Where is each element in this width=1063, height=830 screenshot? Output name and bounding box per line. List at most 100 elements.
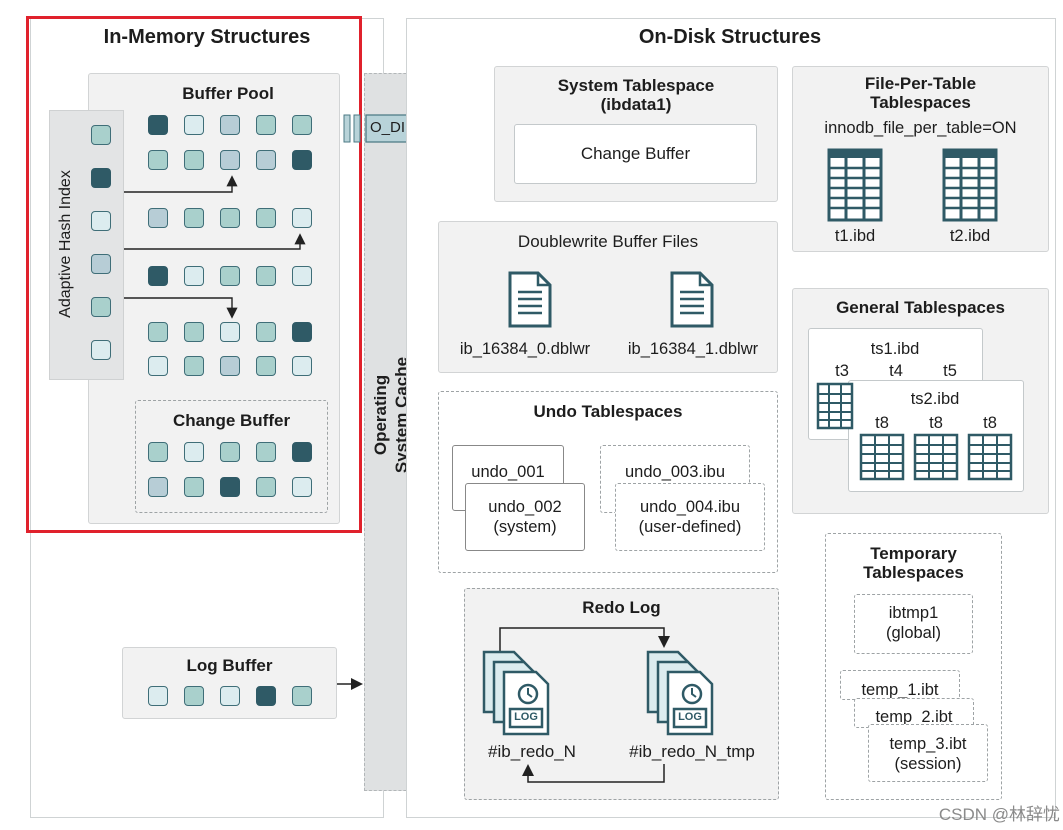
buffer-page [292, 150, 312, 170]
ibtmp1-name: ibtmp1 [888, 604, 939, 622]
buffer-page [184, 322, 204, 342]
change-buffer-page [184, 477, 204, 497]
file-icon-dblwr-1 [670, 271, 714, 328]
change-buffer-page [256, 442, 276, 462]
undo-title: Undo Tablespaces [533, 402, 683, 421]
table-icon-t1 [827, 148, 883, 222]
log-buffer-page [184, 686, 204, 706]
buffer-page [184, 208, 204, 228]
undo-003-label: undo_003.ibu [624, 463, 725, 481]
doublewrite-file-1: ib_16384_1.dblwr [627, 340, 759, 358]
log-buffer-page [256, 686, 276, 706]
change-buffer-page [148, 477, 168, 497]
buffer-page [292, 115, 312, 135]
temp-2-label: temp_2.ibt [875, 708, 953, 726]
change-buffer-page [292, 477, 312, 497]
buffer-page [292, 208, 312, 228]
buffer-page [184, 356, 204, 376]
table-icon-ts2-1 [859, 433, 905, 481]
hash-entry [91, 340, 111, 360]
temporary-title-2: Tablespaces [863, 563, 964, 582]
log-file-icon-a [482, 650, 550, 736]
undo-004-box [615, 483, 765, 551]
ts1-table-t4: t4 [889, 362, 903, 380]
ts1-table-t5: t5 [943, 362, 957, 380]
temp-1-box [840, 670, 960, 700]
log-buffer-page [220, 686, 240, 706]
change-buffer-page [220, 477, 240, 497]
file-per-table-title: File-Per-Table Tablespaces [792, 74, 1049, 112]
table-icon-t2 [942, 148, 998, 222]
buffer-page [148, 356, 168, 376]
undo-002-sub: (system) [493, 518, 557, 536]
file-t1-label: t1.ibd [834, 227, 876, 245]
log-buffer [122, 647, 337, 719]
system-tablespace-title-1: System Tablespace [557, 76, 715, 95]
ts2-table-3: t8 [983, 414, 997, 432]
temp-3-name: temp_3.ibt [889, 735, 967, 753]
temporary-tablespaces [825, 533, 1002, 800]
table-icon-ts2-3 [967, 433, 1013, 481]
ibtmp1-label: ibtmp1 (global) [854, 603, 973, 643]
file-t2-label: t2.ibd [949, 227, 991, 245]
change-buffer-page [256, 477, 276, 497]
buffer-page [148, 150, 168, 170]
buffer-page [220, 150, 240, 170]
ts1-table-t3: t3 [835, 362, 849, 380]
hash-entry [91, 211, 111, 231]
system-tablespace-title: System Tablespace (ibdata1) [494, 76, 778, 114]
buffer-page [184, 150, 204, 170]
undo-002-label: undo_002 (system) [465, 497, 585, 537]
undo-004-name: undo_004.ibu [639, 498, 740, 516]
temp-1-label: temp_1.ibt [861, 681, 939, 699]
watermark: CSDN @林辞忧 [938, 805, 1060, 824]
buffer-page [220, 356, 240, 376]
undo-002-box [465, 483, 585, 551]
temp-3-sub: (session) [894, 755, 962, 773]
change-buffer-memory [135, 400, 328, 513]
buffer-page [256, 150, 276, 170]
log-buffer-page [292, 686, 312, 706]
file-per-table-setting: innodb_file_per_table=ON [824, 119, 1017, 137]
ts2-table-1: t8 [875, 414, 889, 432]
general-tablespaces-title: General Tablespaces [836, 298, 1005, 317]
file-per-table-title-2: Tablespaces [870, 93, 971, 112]
buffer-page [292, 322, 312, 342]
log-buffer-page [148, 686, 168, 706]
hash-entry [91, 125, 111, 145]
buffer-page [148, 208, 168, 228]
redo-file-a: #ib_redo_N [488, 742, 576, 761]
hash-entry [91, 254, 111, 274]
buffer-page [184, 115, 204, 135]
ts1-label: ts1.ibd [870, 340, 920, 358]
change-buffer-page [184, 442, 204, 462]
log-tag-a: LOG [514, 711, 538, 723]
on-disk-title: On-Disk Structures [638, 26, 822, 48]
undo-004-label: undo_004.ibu (user-defined) [615, 497, 765, 537]
buffer-page [292, 266, 312, 286]
buffer-page [256, 322, 276, 342]
file-per-table-title-1: File-Per-Table [864, 74, 977, 93]
redo-log-title: Redo Log [582, 598, 661, 617]
buffer-page [220, 322, 240, 342]
file-icon-dblwr-0 [508, 271, 552, 328]
undo-tablespaces [438, 391, 778, 573]
temp-3-label: temp_3.ibt (session) [868, 734, 988, 774]
buffer-page [256, 208, 276, 228]
temp-3-box [868, 724, 988, 782]
change-buffer-page [148, 442, 168, 462]
log-file-icon-b [646, 650, 714, 736]
buffer-page [256, 356, 276, 376]
buffer-page [220, 208, 240, 228]
change-buffer-page [220, 442, 240, 462]
buffer-page [148, 266, 168, 286]
ts2-label: ts2.ibd [910, 390, 960, 408]
system-change-buffer: Change Buffer [514, 124, 757, 184]
change-buffer-memory-title: Change Buffer [172, 411, 291, 430]
buffer-page [292, 356, 312, 376]
buffer-page [220, 266, 240, 286]
buffer-page [148, 115, 168, 135]
table-icon-ts2-2 [913, 433, 959, 481]
